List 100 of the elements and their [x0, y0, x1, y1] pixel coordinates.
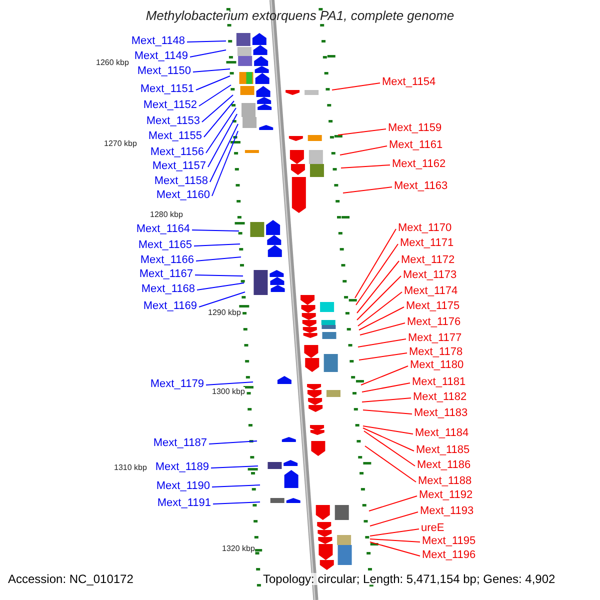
- leader-line: [340, 164, 390, 168]
- gene-label: Mext_1176: [407, 316, 461, 328]
- leader-line: [212, 502, 260, 504]
- gene-label: ureE: [421, 522, 444, 534]
- gene-label: Mext_1193: [420, 505, 474, 517]
- gene-label: Mext_1169: [143, 300, 197, 312]
- gene-label: Mext_1178: [409, 346, 463, 358]
- leader-line: [364, 446, 416, 482]
- gene-label: Mext_1172: [401, 254, 455, 266]
- leader-line: [362, 428, 414, 452]
- gene-label: Mext_1183: [414, 407, 468, 419]
- gene-label: Mext_1150: [137, 65, 191, 77]
- gene-label: Mext_1177: [408, 332, 462, 344]
- gene-label: Mext_1173: [403, 269, 457, 281]
- footer-text: Accession: NC_010172: [8, 573, 134, 585]
- gene-label: Mext_1163: [394, 180, 448, 192]
- gene-label: Mext_1166: [140, 254, 194, 266]
- leader-line: [370, 512, 418, 526]
- leader-line: [196, 76, 230, 90]
- gene-label: Mext_1189: [155, 461, 209, 473]
- leader-line: [198, 292, 246, 308]
- gene-label: Mext_1164: [136, 223, 190, 235]
- gene-label: Mext_1195: [422, 535, 476, 547]
- leader-line: [362, 382, 410, 392]
- gene-label: Mext_1159: [388, 122, 442, 134]
- leader-line: [198, 84, 232, 106]
- leader-line: [356, 276, 402, 320]
- gene-label: Mext_1181: [412, 376, 466, 388]
- gene-label: Mext_1170: [398, 222, 452, 234]
- leader-line: [368, 496, 418, 512]
- leader-line: [210, 124, 238, 182]
- scale-label: 1270 kbp: [104, 139, 137, 148]
- leader-line: [208, 440, 258, 444]
- scale-label: 1300 kbp: [212, 387, 245, 396]
- gene-label: Mext_1154: [382, 76, 436, 88]
- gene-label: Mext_1160: [156, 189, 210, 201]
- gene-label: Mext_1148: [131, 35, 185, 47]
- leader-line: [360, 366, 408, 386]
- gene-label: Mext_1174: [404, 285, 458, 297]
- leader-line: [342, 186, 392, 194]
- gene-label: Mext_1171: [400, 237, 454, 249]
- title: Methylobacterium extorquens PA1, complete genome: [144, 10, 456, 22]
- leader-line: [362, 398, 412, 402]
- gene-label: Mext_1185: [416, 444, 470, 456]
- leader-line: [206, 108, 236, 154]
- gene-label: Mext_1191: [157, 497, 211, 509]
- scale-label: 1280 kbp: [150, 210, 183, 219]
- gene-label: Mext_1157: [152, 160, 206, 172]
- leader-line: [202, 94, 234, 122]
- gene-label: Mext_1165: [138, 239, 192, 251]
- leader-line: [356, 260, 400, 314]
- gene-label: Mext_1155: [148, 130, 202, 142]
- leader-line: [204, 100, 234, 138]
- gene-label: Mext_1152: [143, 99, 197, 111]
- leader-line: [332, 82, 380, 90]
- leader-line: [362, 410, 412, 414]
- gene-label: Mext_1186: [417, 459, 471, 471]
- leader-line: [192, 230, 240, 232]
- leader-line: [208, 114, 238, 168]
- gene-label: Mext_1162: [392, 158, 446, 170]
- gene-label: Mext_1161: [389, 139, 443, 151]
- scale-label: 1320 kbp: [222, 544, 255, 553]
- gene-label: Mext_1156: [150, 146, 204, 158]
- gene-label: Mext_1187: [153, 437, 207, 449]
- gene-label: Mext_1182: [413, 391, 467, 403]
- gene-label: Mext_1192: [419, 489, 473, 501]
- leader-line: [196, 282, 244, 290]
- leader-line: [206, 382, 254, 386]
- gene-label: Mext_1153: [146, 115, 200, 127]
- gene-label: Mext_1167: [139, 268, 193, 280]
- leader-line: [338, 128, 386, 136]
- leader-line: [370, 538, 420, 542]
- leader-line: [370, 528, 420, 536]
- leader-line: [364, 430, 416, 466]
- gene-label: Mext_1184: [415, 427, 469, 439]
- gene-label: Mext_1179: [150, 378, 204, 390]
- leader-line: [354, 228, 396, 298]
- leader-line: [192, 68, 230, 72]
- leader-line: [190, 50, 226, 58]
- gene-label: Mext_1190: [156, 480, 210, 492]
- leader-line: [196, 256, 242, 262]
- leader-line: [356, 244, 398, 306]
- footer-text: Topology: circular; Length: 5,471,154 bp; Genes: 4,902: [263, 573, 556, 585]
- leader-line: [370, 542, 420, 556]
- leader-line: [186, 40, 226, 42]
- leader-line: [194, 274, 244, 276]
- gene-label: Mext_1188: [418, 475, 472, 487]
- leader-line: [212, 484, 260, 488]
- leader-line: [212, 130, 238, 196]
- gene-label: Mext_1168: [141, 283, 195, 295]
- gene-label: Mext_1180: [410, 359, 464, 371]
- leader-line: [360, 322, 406, 336]
- gene-label: Mext_1158: [154, 175, 208, 187]
- gene-label: Mext_1149: [134, 50, 188, 62]
- scale-label: 1260 kbp: [96, 58, 129, 67]
- leader-line: [358, 352, 408, 360]
- scale-label: 1310 kbp: [114, 463, 147, 472]
- leader-line: [358, 338, 406, 348]
- leader-line: [210, 466, 258, 468]
- leader-line: [362, 426, 414, 434]
